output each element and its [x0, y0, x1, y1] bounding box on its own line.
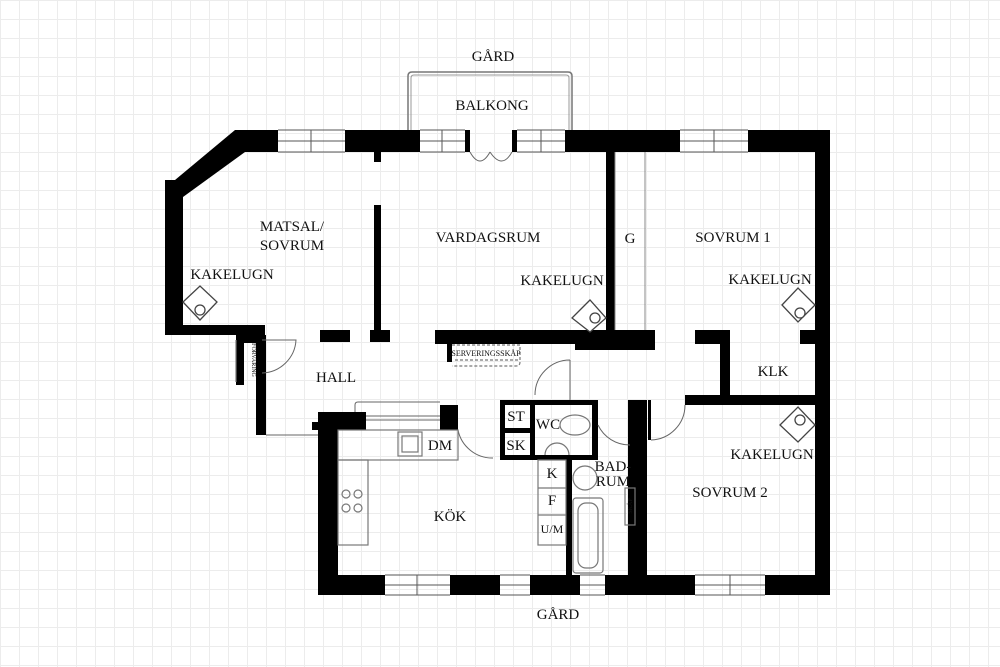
- label-st: ST: [507, 409, 525, 425]
- label-sovrum1: SOVRUM 1: [695, 230, 770, 246]
- label-serveringsskap: SERVERINGSSKÅP: [451, 349, 521, 358]
- label-kok: KÖK: [434, 508, 467, 525]
- label-gard-top: GÅRD: [472, 49, 515, 65]
- label-f: F: [548, 493, 556, 509]
- stove-icon: [341, 489, 363, 513]
- label-gard-bottom: GÅRD: [537, 607, 580, 623]
- label-forvaring: FÖRVARING: [250, 343, 257, 377]
- label-balkong: BALKONG: [455, 98, 528, 114]
- fixtures: [235, 340, 636, 574]
- label-skap: SKÅP: [626, 498, 634, 514]
- kitchen-appliances: [537, 459, 567, 546]
- kakelugn-icon: [779, 406, 816, 443]
- balcony-rail: [410, 74, 570, 132]
- label-vardagsrum: VARDAGSRUM: [436, 230, 541, 246]
- label-k: K: [547, 466, 558, 482]
- label-sk: SK: [506, 438, 525, 454]
- label-sovrum: SOVRUM: [260, 238, 324, 254]
- bathtub-icon: [572, 497, 604, 574]
- kakelugn-icon: [571, 299, 607, 333]
- bath-sink-icon: [572, 465, 598, 491]
- label-badrum-2: RUM: [596, 474, 630, 490]
- label-matsal: MATSAL/: [260, 219, 325, 235]
- wall-corner: [175, 130, 278, 197]
- label-wc: WC: [536, 417, 560, 433]
- balcony-outline: [407, 71, 573, 132]
- label-klk: KLK: [758, 364, 789, 380]
- label-sovrum2: SOVRUM 2: [692, 485, 767, 501]
- toilet-icon: [559, 414, 591, 436]
- label-kakelugn-sovrum2: KAKELUGN: [730, 447, 813, 463]
- walls: [165, 130, 830, 595]
- label-kakelugn-vardagsrum: KAKELUGN: [520, 273, 603, 289]
- counter-left: [337, 459, 369, 546]
- sink-icon: [397, 431, 423, 457]
- counter-top: [337, 429, 459, 461]
- kakelugn-icon: [781, 287, 816, 323]
- label-kakelugn-matsal: KAKELUGN: [190, 267, 273, 283]
- skap-cabinet: [624, 487, 636, 526]
- label-kakelugn-sovrum1: KAKELUGN: [728, 272, 811, 288]
- label-um: U/M: [541, 522, 564, 536]
- doors[interactable]: [261, 151, 686, 459]
- label-g: G: [625, 231, 636, 247]
- label-badrum-1: BAD-: [595, 459, 632, 475]
- label-dm: DM: [428, 438, 452, 454]
- serveringsskap-outline: [452, 344, 521, 367]
- wc-sink-icon: [544, 442, 570, 456]
- windows: [278, 129, 765, 596]
- label-hall: HALL: [316, 370, 356, 386]
- kakelugn-icons: [182, 285, 816, 443]
- kakelugn-icon: [182, 285, 218, 321]
